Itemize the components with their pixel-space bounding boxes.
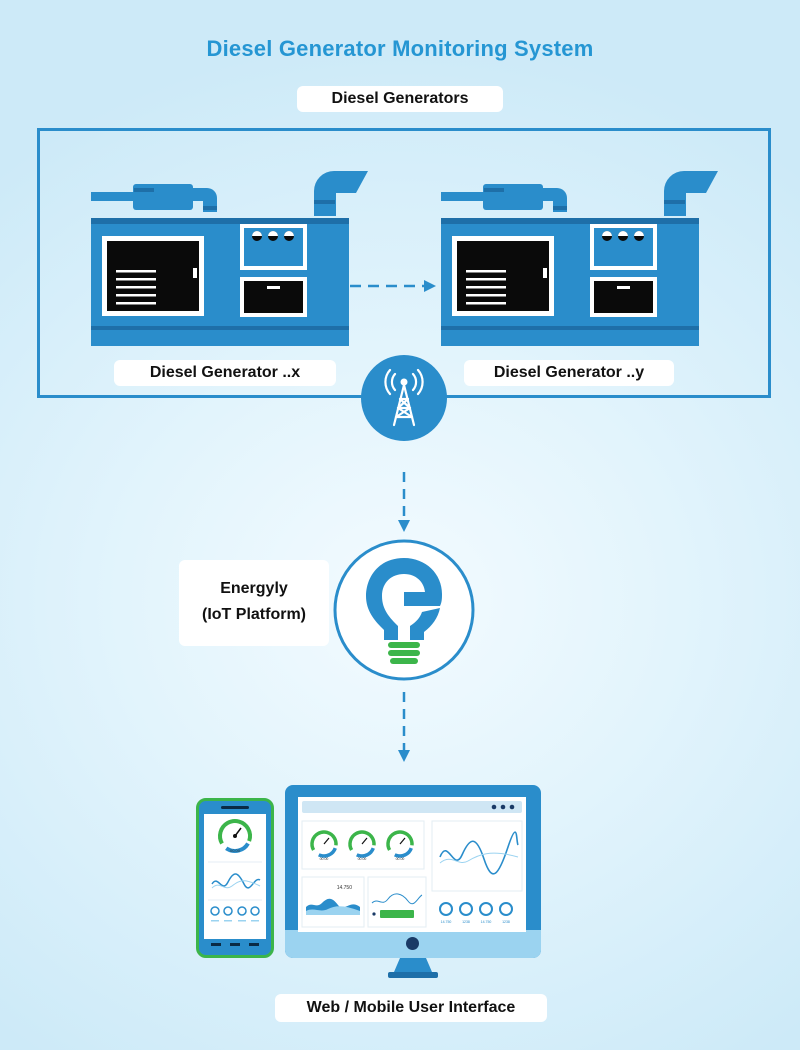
desktop-gauge-value-3: 00.00	[396, 857, 405, 861]
desktop-dashboard: 00.00 00.00 00.00 14.750 14.750 1238 14.…	[301, 801, 523, 928]
platform-label-box: Energyly (IoT Platform)	[179, 560, 329, 646]
down-arrow-2	[398, 692, 410, 762]
mobile-phone: 00.00	[196, 798, 274, 958]
platform-name: Energyly	[220, 580, 288, 597]
generators-heading: Diesel Generators	[297, 86, 503, 112]
platform-subtitle: (IoT Platform)	[202, 606, 306, 623]
desktop-widget-value: 14.750	[337, 885, 353, 891]
phone-speaker	[221, 806, 249, 809]
phone-gauge-value: 00.00	[230, 848, 241, 853]
generator-y-label: Diesel Generator ..y	[464, 360, 674, 386]
generator-y-icon	[441, 171, 718, 346]
generator-link-arrow	[350, 280, 436, 292]
desktop-small-value-3: 14.750	[481, 920, 492, 924]
phone-screen: 00.00	[204, 814, 266, 939]
ui-label: Web / Mobile User Interface	[275, 994, 547, 1022]
desktop-gauge-value-2: 00.00	[358, 857, 367, 861]
desktop-small-value-2: 1238	[462, 920, 470, 924]
down-arrow-1	[398, 472, 410, 532]
energyly-bulb-logo	[333, 539, 475, 681]
monitor-screen: 00.00 00.00 00.00 14.750 14.750 1238 14.…	[298, 797, 526, 932]
antenna-tower-icon	[361, 355, 447, 441]
monitor-stand	[388, 958, 438, 978]
desktop-small-value-4: 1238	[502, 920, 510, 924]
generator-x-icon	[91, 171, 368, 346]
desktop-gauge-value-1: 00.00	[320, 857, 329, 861]
monitor-power-button	[406, 937, 419, 950]
page-title: Diesel Generator Monitoring System	[206, 36, 594, 61]
phone-nav-bar	[211, 943, 259, 947]
phone-dashboard: 00.00	[208, 819, 262, 922]
desktop-small-value-1: 14.750	[441, 920, 452, 924]
generator-x-label: Diesel Generator ..x	[114, 360, 336, 386]
